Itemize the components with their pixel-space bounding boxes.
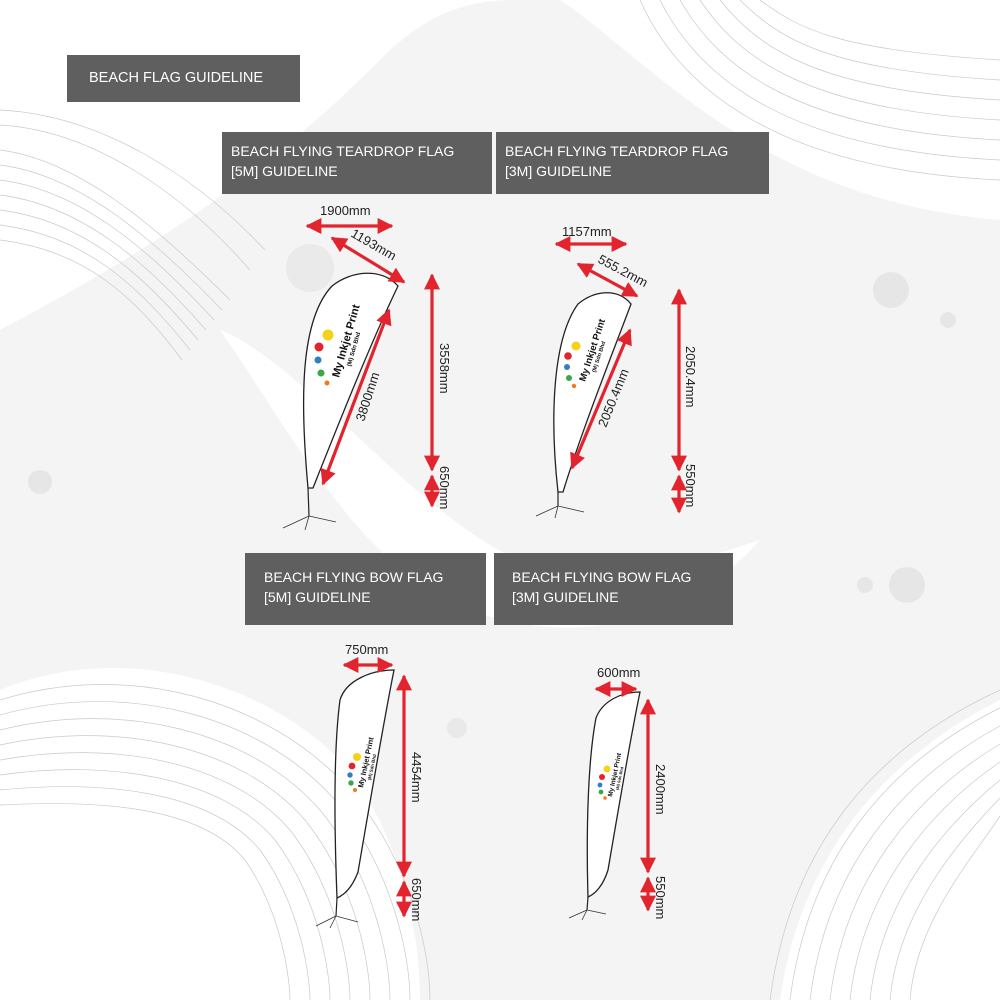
bow-5m-dimensions (342, 657, 412, 918)
bow-3m-pole-label: 550mm (653, 876, 668, 919)
teardrop-3m-height-label: 2050.4mm (683, 346, 698, 407)
bow-3m-dimensions (594, 681, 656, 912)
bow-5m-flag: My Inkjet Print (M) Sdn Bhd (315, 669, 395, 929)
bow-3m-header: BEACH FLYING BOW FLAG [3M] GUIDELINE (494, 553, 733, 625)
bow-5m-height-label: 4454mm (409, 752, 424, 803)
teardrop-5m-width-label: 1900mm (320, 203, 371, 218)
teardrop-5m-height-label: 3558mm (437, 343, 452, 394)
bow-5m-pole-label: 650mm (409, 878, 424, 921)
teardrop-3m-slant-label: 555.2mm (596, 251, 651, 290)
bow-5m-width-label: 750mm (345, 642, 388, 657)
brand-sub: (M) Sdn Bhd (367, 753, 377, 780)
teardrop-3m-header: BEACH FLYING TEARDROP FLAG [3M] GUIDELIN… (496, 132, 769, 194)
teardrop-3m-pole-label: 550mm (683, 464, 698, 507)
teardrop-3m-width-label: 1157mm (562, 224, 612, 239)
bow-3m-width-label: 600mm (597, 665, 640, 680)
bow-3m-height-label: 2400mm (653, 764, 668, 815)
bow-3m-flag: My Inkjet Print (M) Sdn Bhd (568, 691, 641, 921)
teardrop-3m-dimensions (554, 236, 687, 514)
teardrop-5m-slant-label: 1193mm (349, 226, 399, 264)
teardrop-5m-dimensions (305, 218, 440, 508)
teardrop-5m-flag: My Inkjet Print (M) Sdn Bhd (282, 272, 399, 531)
brand-sub: (M) Sdn Bhd (615, 766, 625, 791)
bow-5m-header: BEACH FLYING BOW FLAG [5M] GUIDELINE (245, 553, 486, 625)
page-title: BEACH FLAG GUIDELINE (67, 55, 300, 102)
teardrop-5m-pole-label: 650mm (437, 466, 452, 509)
teardrop-5m-header: BEACH FLYING TEARDROP FLAG [5M] GUIDELIN… (222, 132, 492, 194)
